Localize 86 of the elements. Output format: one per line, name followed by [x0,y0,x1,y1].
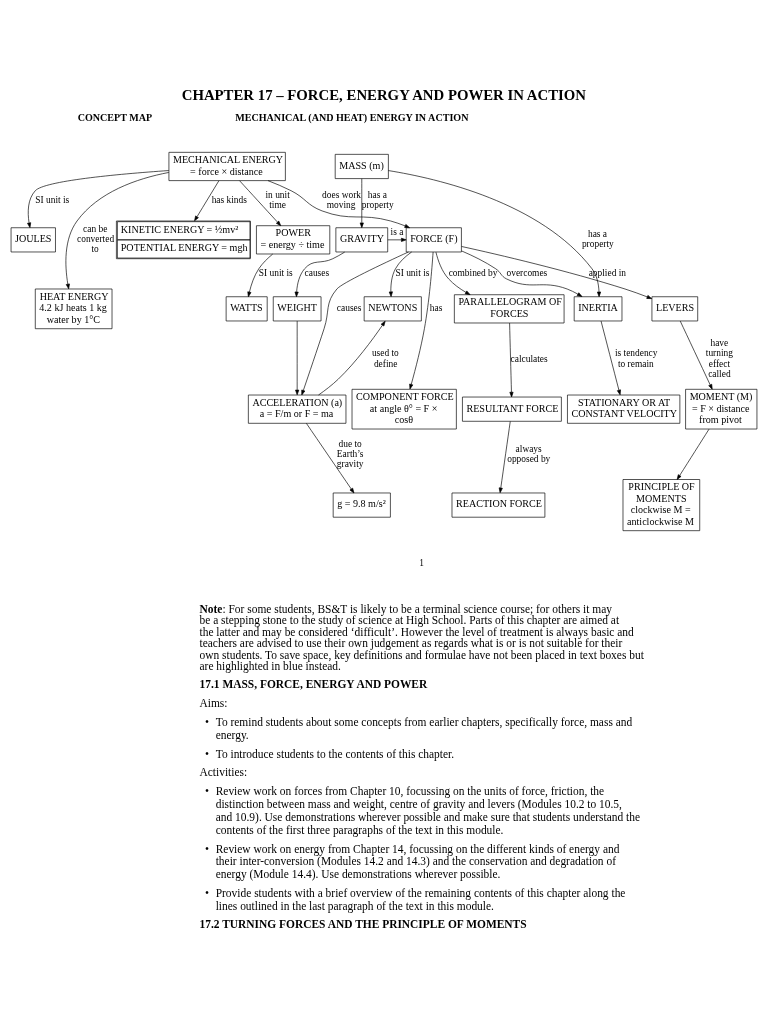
arrow [301,251,409,395]
node-box: REACTION FORCE [451,492,546,518]
arrow [388,251,412,297]
edge-label: always opposed by [507,443,551,464]
node-box: POWER = energy ÷ time [256,224,331,254]
arrow [461,245,653,299]
node-box: FORCE (F) [405,226,462,252]
edge-label: has a property [361,189,394,210]
edge-label: has a property [581,228,614,249]
label: Aims: [199,696,228,709]
arrow [676,428,710,480]
edge-label: has [429,302,443,313]
arrow [435,251,471,295]
node-box: WATTS [225,295,268,321]
node-box: LEVERS [651,295,699,321]
node-box: MASS (m) [334,153,389,179]
edge-label: is tendency to remain [614,347,658,369]
node-box: GRAVITY [335,226,389,252]
edge-label: used to define [371,347,399,369]
node-box: NEWTONS [363,295,422,321]
node-box: MECHANICAL ENERGY = force × distance [168,151,286,181]
label: Note: For some students, BS&T is likely to be a terminal science course; for others it may be a stepping stone to the study of science at High School. Parts of this chapter are aimed at the latter and may be considered ‘difficult’. However the level of treatment is always basic and teachers are advised to use their own judgement as regards what is or is not suitable for their own students. To save space, key definitions and formulae have not been placed in text boxes but are highlighted in blue instead. [199,602,644,672]
edge-label: is a [390,226,404,237]
edge-label: combined by [448,267,498,278]
edge-label: due to Earth’s gravity [336,438,364,469]
arrow [461,250,583,297]
node-box: INERTIA [573,295,623,321]
edge-label: SI unit is [258,267,293,278]
arrow [359,177,364,228]
arrow [498,420,511,493]
label: Review work on forces from Chapter 10, focussing on the units of force, friction, the distinction between mass and weight, centre of gravity and levers (Modules 10.2 to 10.5, and 10.9). Use demonstrations wherever possible and make sure that students understand the contents of the first three paragraphs of the text in this module. [215,784,641,836]
node-box: HEAT ENERGY 4.2 kJ heats 1 kg water by 1°C [34,288,113,329]
arrow [294,251,346,297]
arrow [509,322,514,397]
node-box: JOULES [10,226,56,252]
node-box: STATIONARY OR AT CONSTANT VELOCITY [567,394,681,424]
arrow [387,237,407,242]
label: • [204,842,209,855]
node-box: g = 9.8 m/s² [332,492,391,518]
label: • [204,715,209,728]
edge-label: causes [304,267,330,278]
node-box: MOMENT (M) = F × distance from pivot [685,388,758,429]
label: • [204,784,209,797]
label: Review work on energy from Chapter 14, focussing on the different kinds of energy and their inter-conversion (Modules 14.2 and 14.3) and the conservation and degradation of energy (Module 14.4). Use demonstrations wherever possible. [215,842,620,880]
edge-label: have turning effect called [705,337,733,379]
arrow [306,422,355,493]
edge-label: does work moving [322,189,361,210]
arrow [318,320,386,395]
arrow [247,253,274,297]
node-box: COMPONENT FORCE at angle θ° = F × cosθ [351,388,457,429]
node-box: ACCELERATION (a) a = F/m or F = ma [248,394,347,424]
label: • [204,886,209,899]
node-box: RESULTANT FORCE [462,396,562,422]
arrow [679,320,713,390]
node-box: PRINCIPLE OF MOMENTS clockwise M = anticlockwise M [622,478,701,531]
diagram-title: CHAPTER 17 – FORCE, ENERGY AND POWER IN ACTION [181,86,587,103]
label: To introduce students to the contents of this chapter. [215,747,455,760]
label: 17.2 TURNING FORCES AND THE PRINCIPLE OF MOMENTS [199,917,527,930]
arrow [65,171,170,289]
label: CONCEPT MAP [77,111,153,123]
edge-label: SI unit is [35,194,70,205]
edge-label: has kinds [211,194,247,205]
edge-label: in unit time [265,189,290,210]
arrow [409,251,434,389]
label: Provide students with a brief overview of the remaining contents of this chapter along the lines outlined in the last paragraph of the text in this module. [215,886,626,912]
arrow [27,169,170,228]
node-box: WEIGHT [272,295,322,321]
label: MECHANICAL (AND HEAT) ENERGY IN ACTION [235,111,469,123]
edge-label: SI unit is [395,267,430,278]
edge-label: can be converted to [77,223,115,254]
edge-label: overcomes [506,267,548,278]
label: 17.1 MASS, FORCE, ENERGY AND POWER [199,677,428,690]
label: 1 [419,557,425,568]
label: • [204,747,209,760]
label: To remind students about some concepts from earlier chapters, specifically force, mass and energy. [215,715,633,741]
arrow [295,320,300,395]
arrow [388,169,601,297]
arrow [239,179,282,226]
arrow [194,179,220,221]
edge-label: applied in [588,267,627,278]
label: Activities: [199,765,248,778]
edge-label: calculates [510,353,548,363]
edge-label: causes [336,302,362,313]
node-box: PARALLELOGRAM OF FORCES [454,293,565,323]
arrow [600,320,621,395]
arrow [267,179,410,228]
